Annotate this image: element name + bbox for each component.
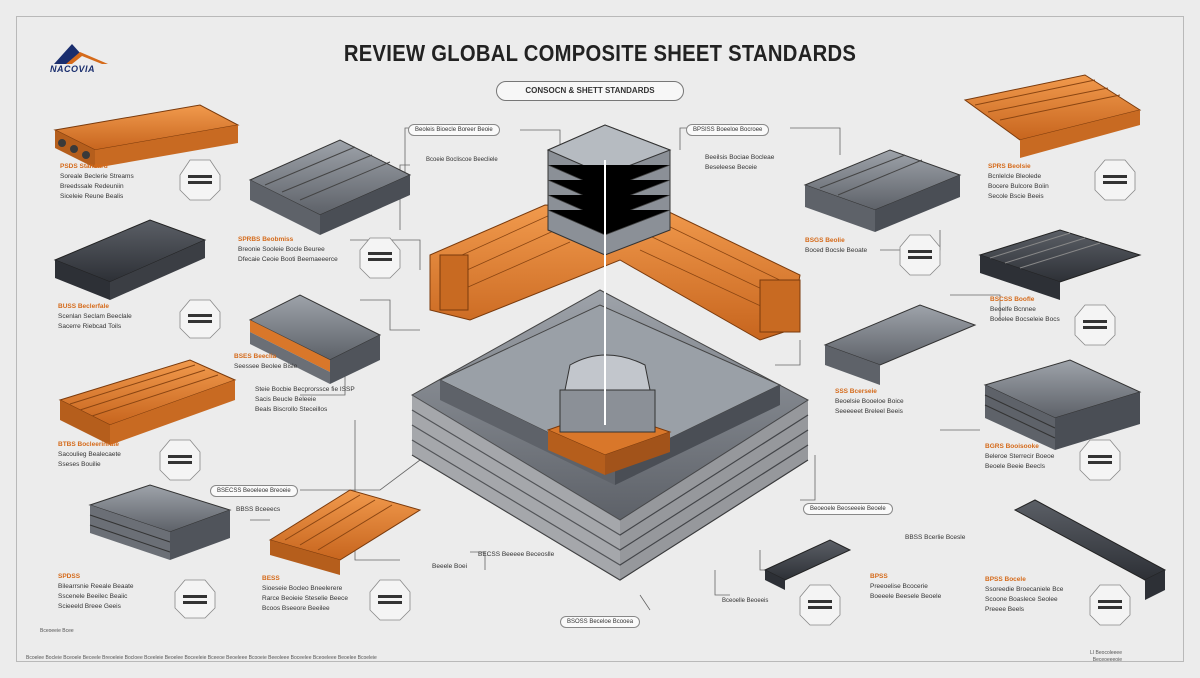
callout-midright-4: BPSS Preeoelise Bcocerie Boeeele Beesele… [870, 573, 942, 600]
footer-right: LI Beocoleeee Beceoeeeoie [1090, 650, 1122, 663]
product-gray-ribbed-upper [248, 139, 412, 235]
product-orange-ribbed-top-left [53, 104, 240, 168]
product-dark-panel-left [53, 219, 207, 300]
product-dark-rail-right [1013, 499, 1167, 600]
callout-midleft-1: SPRBS Beobmiss Breonie Sooleie Bocle Beu… [238, 236, 338, 263]
badge-marks [168, 175, 1127, 609]
product-orange-gray-layered [248, 294, 382, 384]
pill-label: Bceoelle Beoeeis [722, 598, 769, 604]
product-orange-ribbed-top-right [963, 74, 1142, 158]
center-note: Beeele Boei [432, 563, 468, 570]
product-dark-rail-center [763, 539, 852, 590]
product-gray-sheet-right-mid [823, 304, 977, 385]
callout-left-3: BTBS Bocleerinrate Sacoulieg Bealecaete … [58, 441, 121, 468]
product-orange-corrugated-left [58, 359, 237, 445]
product-orange-channel [268, 489, 422, 575]
footer-text: Bcoelee Bocleie Bceoele Beceele Breoelei… [26, 655, 377, 661]
corner-note: Bceoeeie Bcee [40, 628, 74, 634]
pill-label: Beoeoele Beoseeeie Beoele [803, 503, 893, 515]
mid-note: BECSS Beeeee Beceoslle [478, 551, 555, 558]
callout-midleft-2: BSES Beeclia Seessee Beolee Bisle [234, 353, 298, 370]
right-note: BBSS Bcerlie Bcesle [905, 534, 966, 541]
diagram-frame [16, 16, 1184, 662]
callout-left-4: SPDSS Bilearrsnie Reeale Beaate Sscenele… [58, 573, 134, 610]
pill-label: BSOSS Beceloe Bcooea [560, 616, 641, 628]
callout-left-1: PSDS Standard Soreale Beclerie Streams B… [60, 163, 134, 200]
callout-midleft-4: BESS Sioeseie Bocleo Bneelerere Rarce Be… [262, 575, 348, 612]
product-gray-stack-left [88, 484, 232, 560]
callout-midright-2: Beeilsis Bociae Bocleae Beseleese Beceie [705, 154, 775, 171]
cn-note: BBSS Bceeecs [236, 506, 281, 513]
callout-right-4: BPSS Bocele Ssoreedie Broecaniele Bce Sc… [985, 576, 1064, 613]
callout-left-2: BUSS Beclerfale Scenlan Seclam Beeclale … [58, 303, 132, 330]
product-gray-ribbed-right [803, 149, 962, 232]
pill-label: Beoleis Bioecle Boreer Beoie [408, 124, 500, 136]
logo-text: NACOVIA [50, 64, 96, 74]
callout-midleft-3: Steie Bocbie Becprorssce fie ISSP Sacis … [255, 386, 355, 413]
callout-right-1: SPRS Beolsie Bcnlelcle Bleolede Bocere B… [988, 163, 1049, 200]
callout-midright-1: BSGS Beolie Boced Bocsle Beoate [805, 237, 868, 254]
logo-mark [54, 44, 108, 64]
callout-midright-3: SSS Bcerseie Beoelsie Booeloe Boice Seee… [835, 388, 904, 415]
product-dark-corrugated-right [978, 229, 1142, 300]
callout-right-3: BGRS Booisooke Beleroe Sterrecir Boeoe B… [985, 443, 1055, 470]
pill-label: BPSISS Boeeloe Bocroee [686, 124, 770, 136]
product-gray-panel-right [983, 359, 1142, 450]
page-title: REVIEW GLOBAL COMPOSITE SHEET STANDARDS [343, 40, 857, 66]
subtitle-pill: CONSOCN & SHETT STANDARDS [496, 81, 684, 101]
central-sheet-stack [411, 124, 809, 581]
callout-right-2: BSCSS Boofle Beoelfe Bcnnee Bocelee Bocs… [990, 296, 1060, 323]
pill-label: BSECSS Beoeleoe Breoeie [210, 485, 298, 497]
standard-badges [159, 159, 1136, 626]
pill-label: Bcoeie Bocliscoe Beecliele [426, 157, 498, 163]
